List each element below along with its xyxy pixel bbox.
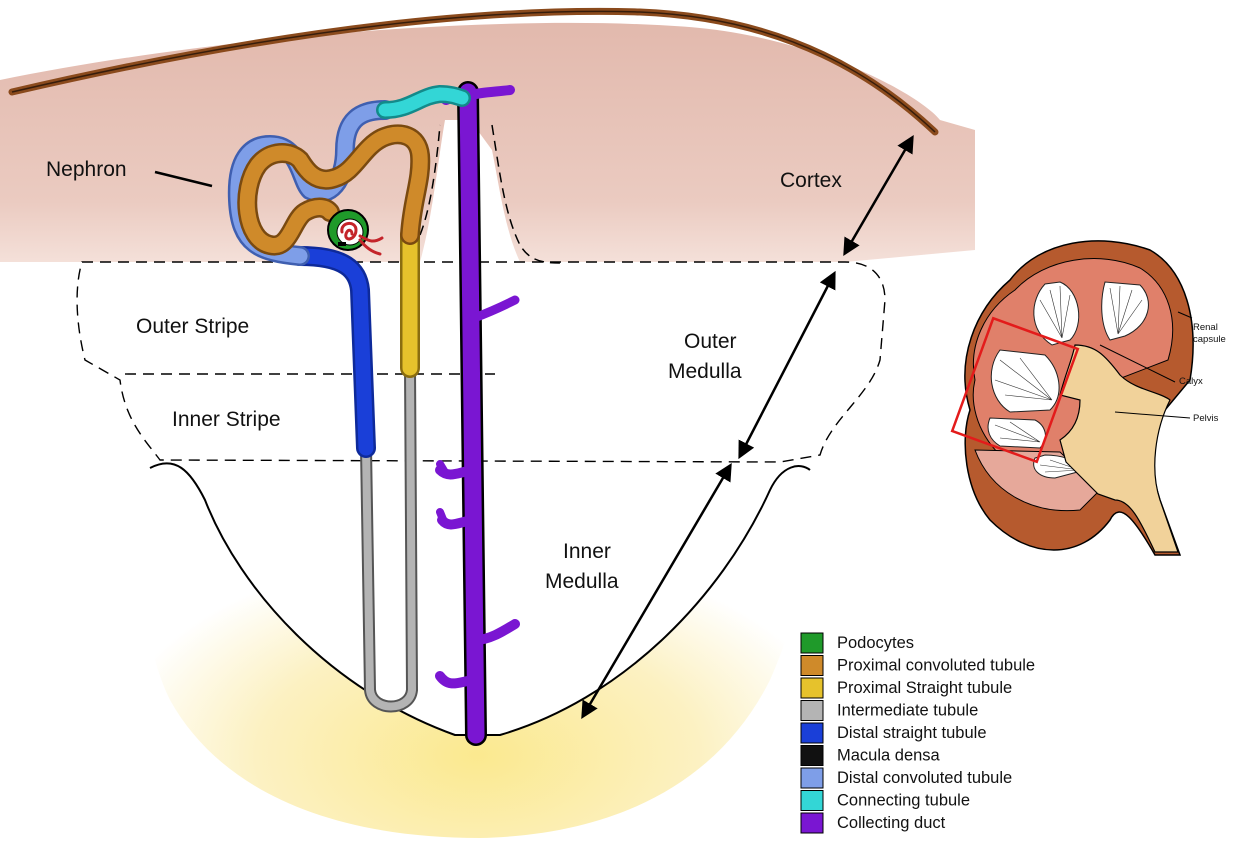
- legend-label: Proximal Straight tubule: [837, 679, 1012, 697]
- inner-stripe-label: Inner Stripe: [172, 408, 281, 431]
- nephron-label: Nephron: [46, 158, 127, 181]
- outer-medulla-label-1: Outer: [684, 330, 737, 353]
- cortex-label: Cortex: [780, 169, 842, 192]
- legend-swatch: [801, 746, 823, 766]
- outer-medulla-label-2: Medulla: [668, 360, 742, 383]
- legend-label: Distal convoluted tubule: [837, 769, 1012, 787]
- outer-stripe-label: Outer Stripe: [136, 315, 249, 338]
- legend-swatch: [801, 701, 823, 721]
- legend-swatch: [801, 656, 823, 676]
- legend-swatch: [801, 791, 823, 811]
- legend-label: Collecting duct: [837, 814, 946, 832]
- inner-medulla-label-1: Inner: [563, 540, 611, 563]
- renal-capsule-label-1: Renal: [1193, 322, 1218, 333]
- legend-label: Distal straight tubule: [837, 724, 987, 742]
- calyx-label: Calyx: [1179, 376, 1203, 387]
- legend-swatch: [801, 768, 823, 788]
- legend-swatch: [801, 813, 823, 833]
- legend-label: Podocytes: [837, 634, 914, 652]
- legend-label: Intermediate tubule: [837, 702, 978, 720]
- legend-swatch: [801, 678, 823, 698]
- renal-capsule-label-2: capsule: [1193, 334, 1226, 345]
- legend-swatch: [801, 633, 823, 653]
- legend-swatch: [801, 723, 823, 743]
- legend-label: Connecting tubule: [837, 792, 970, 810]
- legend-label: Proximal convoluted tubule: [837, 657, 1035, 675]
- pelvis-label: Pelvis: [1193, 413, 1219, 424]
- inner-medulla-label-2: Medulla: [545, 570, 619, 593]
- kidney-inset: Renal capsule Calyx Pelvis: [952, 241, 1226, 555]
- legend-label: Macula densa: [837, 747, 941, 765]
